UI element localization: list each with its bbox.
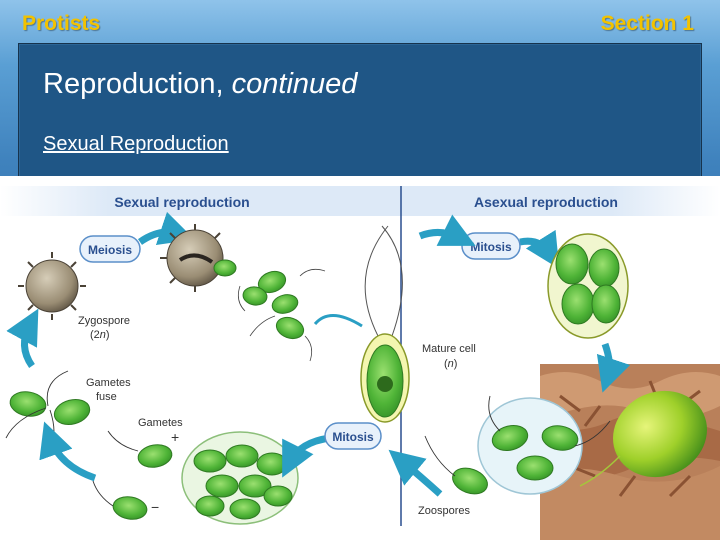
sexual-reproduction-header: Sexual reproduction xyxy=(114,194,249,210)
gametes-label: Gametes xyxy=(138,417,183,429)
released-zoospores xyxy=(242,270,305,340)
mature-cell-ploidy: (n) xyxy=(444,358,457,370)
mitosis-top-text: Mitosis xyxy=(470,240,512,254)
arrow-mitosis-bottom xyxy=(282,434,331,478)
arrow-to-zygospore xyxy=(6,308,39,369)
meiosis-text: Meiosis xyxy=(88,243,132,257)
flagella-lines xyxy=(237,268,326,362)
diagram-svg: Sexual reproduction Asexual reproduction… xyxy=(0,186,720,540)
arrow-meiosis xyxy=(137,211,195,246)
plus-sign: + xyxy=(171,429,179,445)
zoospore-flagella xyxy=(424,395,611,477)
section-label: Section 1 xyxy=(600,12,694,35)
mitosis-bottom-label: Mitosis xyxy=(324,422,382,450)
arrow-to-mitosis-top xyxy=(418,214,476,246)
zoospores-sac xyxy=(452,397,583,495)
slide-title-main: Reproduction, xyxy=(43,68,232,100)
arrow-to-zoospores xyxy=(596,342,631,393)
asexual-reproduction-header: Asexual reproduction xyxy=(474,194,618,210)
gametes-fuse-line1: Gametes xyxy=(86,377,131,389)
dividing-cell xyxy=(547,233,629,339)
arrow-mitosis-top xyxy=(519,229,560,269)
content-panel xyxy=(18,43,702,195)
meiosis-label: Meiosis xyxy=(79,235,141,263)
arrow-gametes-to-fuse xyxy=(39,421,97,482)
mitosis-top-label: Mitosis xyxy=(461,232,521,260)
diagram-header-band xyxy=(0,186,720,216)
fusing-gametes xyxy=(9,391,91,425)
minus-sign: − xyxy=(151,499,159,515)
slide-title: Reproduction, continued xyxy=(43,68,357,101)
slide-subtitle: Sexual Reproduction xyxy=(43,133,229,155)
gametes-flagella xyxy=(92,430,139,507)
mature-cell xyxy=(360,225,410,423)
mitosis-bottom-text: Mitosis xyxy=(332,430,374,444)
arrow-zoospores-to-mature xyxy=(388,449,443,497)
reproduction-diagram: Sexual reproduction Asexual reproduction… xyxy=(0,176,720,540)
gametes-fuse-line2: fuse xyxy=(96,391,117,403)
zygospore-label: Zygospore xyxy=(78,315,130,327)
micrograph-photo xyxy=(540,364,720,540)
zygospore-releasing xyxy=(160,224,237,292)
slide-title-italic: continued xyxy=(231,68,358,100)
gametes-cells xyxy=(112,444,173,520)
zygospore-cell xyxy=(18,252,86,320)
gamete-cluster xyxy=(181,431,299,525)
chapter-title: Protists xyxy=(22,12,101,35)
zygospore-ploidy: (2n) xyxy=(90,329,110,341)
mature-cell-label: Mature cell xyxy=(422,343,476,355)
connector-curve xyxy=(313,314,363,328)
zoospores-label: Zoospores xyxy=(418,505,470,517)
